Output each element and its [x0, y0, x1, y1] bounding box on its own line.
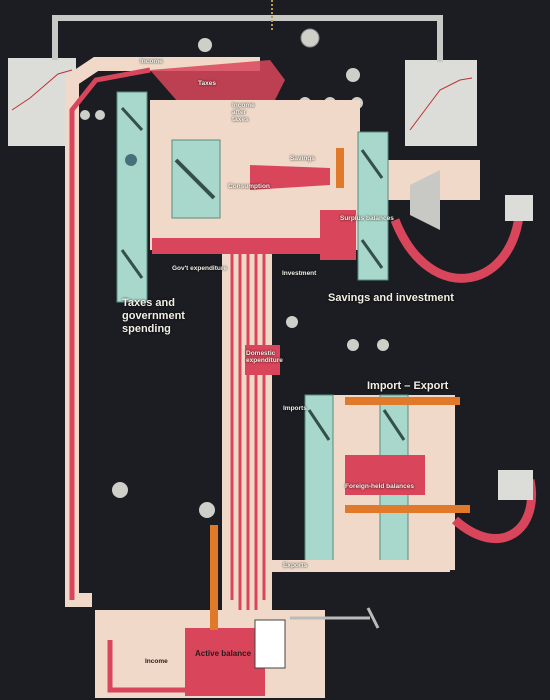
income-outflow: [107, 640, 195, 693]
label-active-balance: Active balance: [195, 649, 252, 658]
label-exports: Exports: [283, 562, 308, 569]
label-income-bottom: Income: [145, 658, 168, 665]
valve-slider: [360, 239, 384, 269]
tax-valve: [174, 158, 216, 200]
pulley: [347, 339, 359, 351]
pulley: [198, 38, 212, 52]
orange-float-arm: [345, 397, 460, 405]
pulley: [346, 68, 360, 82]
consumption-flow-streams: [230, 160, 266, 610]
domestic-expenditure-tank: [245, 345, 280, 375]
gear-icon: [300, 28, 320, 48]
pulley: [112, 482, 128, 498]
income-return-pipe: [65, 57, 260, 607]
exports-channel: [270, 560, 450, 572]
pulley: [199, 502, 215, 518]
pulley: [80, 110, 90, 120]
label-govt-expenditure: Gov't expenditure: [172, 265, 227, 272]
right-recorder-panel: [405, 60, 477, 146]
label-consumption: Consumption: [228, 183, 270, 190]
label-income-top: Income: [140, 58, 163, 65]
label-surplus-balances: Surplus balances: [340, 215, 394, 222]
right-recorder-trace: [409, 77, 473, 131]
fan-valve: [410, 170, 440, 230]
exchange-box: [498, 470, 533, 500]
pulley: [377, 339, 389, 351]
dial-icon: [125, 154, 137, 166]
label-savings: Savings: [290, 155, 315, 162]
foreign-held-balances-tank: [345, 455, 425, 495]
orange-float-arm: [345, 505, 470, 513]
govt-expenditure-channel: [152, 238, 352, 254]
pulley: [286, 316, 298, 328]
label-domestic-expenditure: Domestic expenditure: [246, 350, 283, 364]
interest-rate-box: [505, 195, 533, 221]
label-taxes-and-government-spending: Taxes and government spending: [122, 297, 185, 335]
handwheel-shaft: [290, 607, 380, 629]
label-imports: Imports: [283, 405, 307, 412]
label-savings-and-investment: Savings and investment: [328, 292, 454, 304]
income-return-flow: [69, 67, 151, 600]
label-taxes: Taxes: [198, 80, 216, 87]
investment-flow: [320, 210, 356, 260]
valve-slider: [120, 106, 144, 132]
valve-slider: [120, 249, 144, 279]
valve-slider: [360, 149, 384, 179]
gauge-box: [254, 619, 286, 669]
savings-flow: [250, 165, 330, 190]
orange-float-rod: [210, 525, 218, 630]
left-recorder-trace: [11, 69, 73, 111]
left-recorder-panel: [8, 58, 76, 146]
orange-float: [336, 148, 344, 188]
valve-slider: [382, 409, 406, 441]
surplus-outflow-pipe: [390, 199, 525, 283]
tax-rate-column: [116, 91, 148, 303]
active-balance-level: [185, 628, 265, 696]
label-foreign-held-balances: Foreign-held balances: [345, 483, 414, 490]
label-investment: Investment: [282, 270, 317, 277]
pulley: [95, 110, 105, 120]
label-import-export: Import – Export: [367, 380, 449, 392]
top-wire-loop: [52, 15, 443, 62]
imports-tank: [304, 394, 334, 566]
valve-slider: [307, 409, 331, 441]
label-income-after-taxes: Income after taxes: [232, 102, 255, 123]
